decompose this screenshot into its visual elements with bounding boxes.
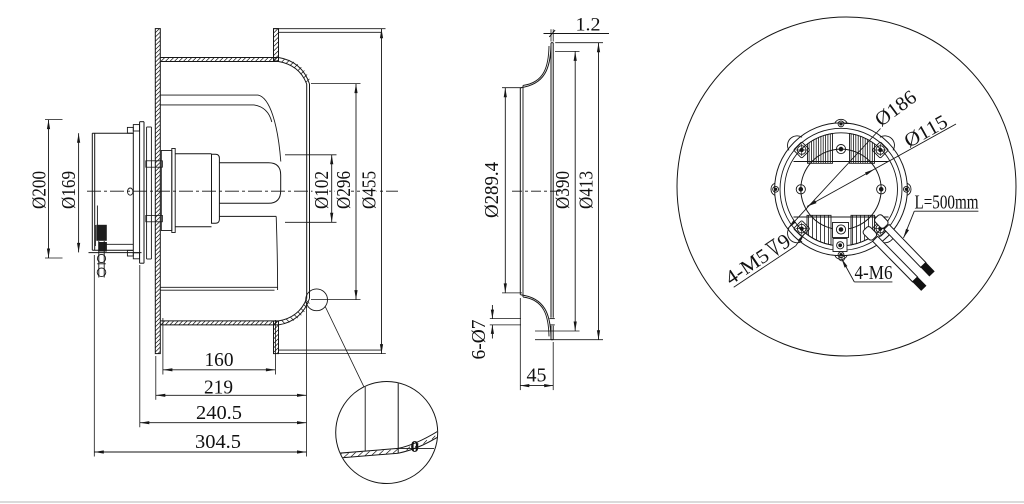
svg-text:4-M6: 4-M6 [855,262,893,284]
svg-text:Ø289.4: Ø289.4 [481,162,503,218]
svg-text:Ø390: Ø390 [552,171,574,209]
svg-text:Ø200: Ø200 [29,171,51,209]
svg-text:160: 160 [205,349,234,371]
svg-text:219: 219 [204,376,233,398]
svg-text:Ø296: Ø296 [333,171,355,209]
svg-text:Ø169: Ø169 [58,171,80,209]
svg-text:304.5: 304.5 [195,431,241,453]
svg-text:45: 45 [527,365,547,387]
svg-text:240.5: 240.5 [196,402,242,424]
svg-text:Ø455: Ø455 [359,171,381,209]
svg-text:Ø413: Ø413 [576,171,598,209]
svg-text:1.2: 1.2 [576,15,601,36]
svg-text:6-Ø7: 6-Ø7 [468,320,490,360]
svg-text:0: 0 [411,437,420,456]
svg-text:Ø102: Ø102 [311,171,333,209]
svg-text:L=500mm: L=500mm [915,192,979,214]
